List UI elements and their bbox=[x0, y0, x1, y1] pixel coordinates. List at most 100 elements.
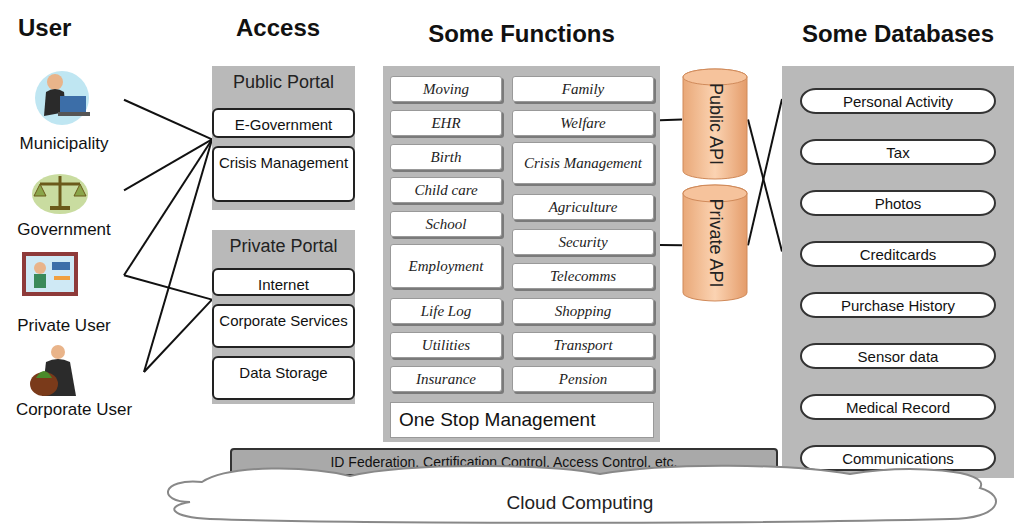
function-box: Insurance bbox=[390, 366, 502, 392]
node-text: Family bbox=[562, 81, 605, 98]
connector-line bbox=[660, 119, 682, 122]
function-box: Employment bbox=[390, 244, 502, 288]
node-text: Insurance bbox=[416, 371, 476, 388]
node-text: Birth bbox=[431, 149, 462, 166]
function-box: Crisis Management bbox=[512, 142, 654, 184]
node-text: EHR bbox=[431, 115, 460, 132]
node-text: Child care bbox=[414, 182, 477, 199]
node-text: Purchase History bbox=[841, 297, 955, 314]
node-text: Sensor data bbox=[858, 348, 939, 365]
node-text: Corporate Services bbox=[214, 312, 353, 329]
panel-heading: Some Databases bbox=[762, 20, 1026, 48]
node-text: Welfare bbox=[560, 115, 606, 132]
portal-box: Internet bbox=[212, 268, 355, 296]
database-box: Communications bbox=[800, 445, 996, 471]
node-text: Employment bbox=[409, 258, 484, 275]
node-text: Personal Activity bbox=[843, 93, 953, 110]
function-box: Pension bbox=[512, 366, 654, 392]
node-text: Cloud Computing bbox=[507, 492, 654, 514]
api-cylinder: Private API bbox=[682, 184, 748, 302]
cloud-shape: Cloud Computing bbox=[150, 462, 1010, 524]
function-box: Shopping bbox=[512, 298, 654, 324]
node-text: Private API bbox=[705, 198, 726, 287]
node-text: Corporate User bbox=[16, 400, 132, 420]
node-text: Telecomms bbox=[550, 268, 616, 285]
corporate-user-icon bbox=[30, 345, 76, 396]
private-user-icon bbox=[22, 252, 78, 296]
node-text: One Stop Management bbox=[399, 409, 595, 431]
function-box: Life Log bbox=[390, 298, 502, 324]
municipality-icon bbox=[35, 71, 90, 125]
node-text: Communications bbox=[842, 450, 954, 467]
database-panel: Some DatabasesPersonal ActivityTaxPhotos… bbox=[782, 66, 1014, 478]
function-box: Security bbox=[512, 229, 654, 255]
function-box: Birth bbox=[390, 144, 502, 170]
connector-line bbox=[124, 139, 212, 275]
node-text: Moving bbox=[423, 81, 469, 98]
database-box: Photos bbox=[800, 190, 996, 216]
user-node: Corporate User bbox=[4, 340, 144, 420]
node-text: Agriculture bbox=[549, 199, 618, 216]
database-box: Personal Activity bbox=[800, 88, 996, 114]
node-text: Crisis Management bbox=[214, 154, 353, 171]
connector-line bbox=[124, 100, 212, 140]
government-icon bbox=[32, 174, 88, 214]
database-box: Creditcards bbox=[800, 241, 996, 267]
connector-line bbox=[748, 120, 782, 252]
node-text: School bbox=[426, 216, 467, 233]
database-box: Sensor data bbox=[800, 343, 996, 369]
function-box: Family bbox=[512, 76, 654, 102]
node-text: Life Log bbox=[421, 303, 471, 320]
node-text: Security bbox=[558, 234, 607, 251]
column-heading: User bbox=[18, 14, 71, 42]
node-text: Creditcards bbox=[860, 246, 937, 263]
node-text: Transport bbox=[553, 337, 612, 354]
database-box: Medical Record bbox=[800, 394, 996, 420]
node-text: Internet bbox=[214, 276, 353, 293]
panel-heading: Private Portal bbox=[212, 236, 355, 257]
portal-box: E-Government bbox=[212, 108, 355, 138]
portal-box: Crisis Management bbox=[212, 146, 355, 202]
portal-panel: Public PortalE-GovernmentCrisis Manageme… bbox=[212, 66, 355, 210]
panel-heading: Public Portal bbox=[212, 72, 355, 93]
function-box: Child care bbox=[390, 177, 502, 203]
column-heading: Access bbox=[236, 14, 320, 42]
node-text: Public API bbox=[705, 83, 726, 165]
user-node: Municipality bbox=[4, 62, 124, 154]
function-box: Transport bbox=[512, 332, 654, 358]
portal-panel: Private PortalInternetCorporate Services… bbox=[212, 230, 355, 404]
api-cylinder: Public API bbox=[682, 68, 748, 180]
function-box: Telecomms bbox=[512, 263, 654, 289]
one-stop-box: One Stop Management bbox=[390, 402, 654, 438]
user-node: Government bbox=[4, 160, 124, 240]
connector-line bbox=[748, 99, 782, 245]
node-text: Private User bbox=[17, 316, 111, 336]
connector-line bbox=[144, 139, 212, 372]
function-box: Moving bbox=[390, 76, 502, 102]
node-text: Pension bbox=[559, 371, 607, 388]
node-text: Crisis Management bbox=[524, 155, 642, 172]
node-text: Photos bbox=[875, 195, 922, 212]
node-text: Medical Record bbox=[846, 399, 950, 416]
node-text: Shopping bbox=[555, 303, 612, 320]
portal-box: Data Storage bbox=[212, 356, 355, 400]
database-box: Tax bbox=[800, 139, 996, 165]
node-text: E-Government bbox=[214, 116, 353, 133]
node-text: Municipality bbox=[20, 134, 109, 154]
portal-box: Corporate Services bbox=[212, 304, 355, 348]
node-text: Data Storage bbox=[214, 364, 353, 381]
connector-line bbox=[660, 244, 682, 246]
node-text: Utilities bbox=[422, 337, 470, 354]
function-box: School bbox=[390, 211, 502, 237]
panel-heading: Some Functions bbox=[363, 20, 680, 48]
connector-line bbox=[144, 300, 212, 372]
database-box: Purchase History bbox=[800, 292, 996, 318]
function-box: Agriculture bbox=[512, 194, 654, 220]
function-box: EHR bbox=[390, 110, 502, 136]
function-box: Welfare bbox=[512, 110, 654, 136]
functions-panel: Some FunctionsMovingFamilyEHRWelfareBirt… bbox=[383, 66, 660, 442]
function-box: Utilities bbox=[390, 332, 502, 358]
user-node: Private User bbox=[4, 244, 124, 336]
node-text: Tax bbox=[886, 144, 909, 161]
node-text: Government bbox=[17, 220, 111, 240]
